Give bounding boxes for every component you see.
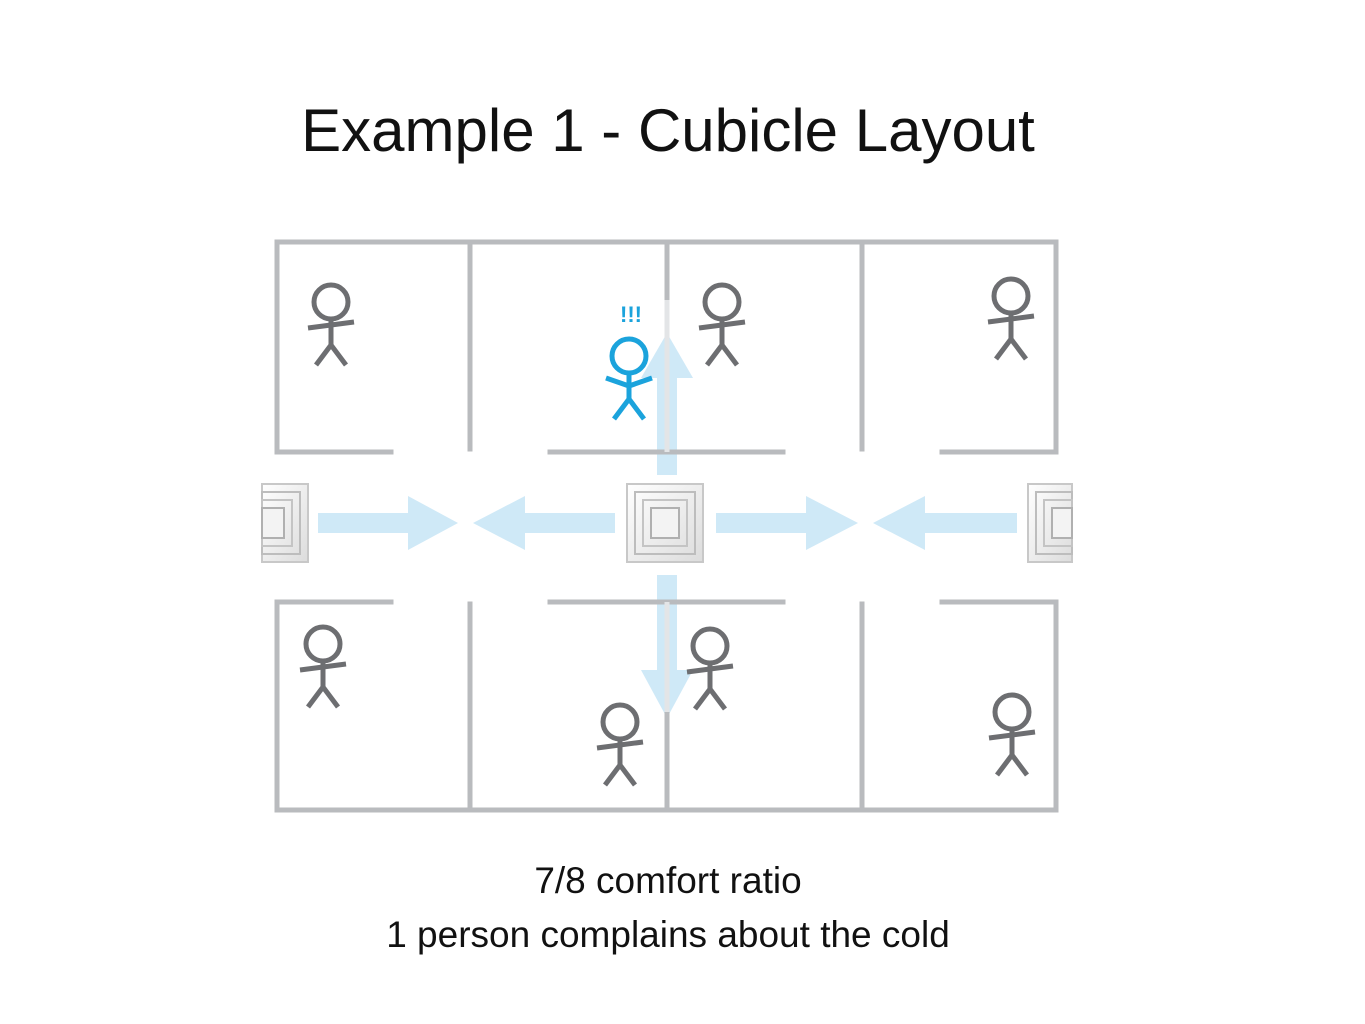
cubicle-walls (274, 239, 1059, 813)
airflow-arrows (318, 333, 1017, 718)
person-icon (307, 282, 355, 367)
person-icon (987, 276, 1035, 361)
person-icon (698, 282, 746, 367)
comfort-ratio-caption: 7/8 comfort ratio (534, 860, 802, 901)
complaint-caption: 1 person complains about the cold (386, 914, 950, 955)
ceiling-vent-right (1027, 483, 1073, 563)
alert-mark: !!! (620, 302, 642, 327)
person-icon (686, 626, 734, 711)
person-icon (988, 692, 1036, 777)
airflow-arrow-center-right (716, 496, 858, 550)
ceiling-vent-left (261, 483, 309, 563)
slide-title: Example 1 - Cubicle Layout (301, 97, 1035, 164)
cold-person-icon (605, 336, 653, 421)
airflow-arrow-right-vent-left (873, 496, 1017, 550)
person-icon (299, 624, 347, 709)
people (299, 276, 1036, 787)
person-icon (596, 702, 644, 787)
airflow-arrow-left-vent-right (318, 496, 458, 550)
ceiling-vent-center (626, 483, 704, 563)
airflow-arrow-center-left (473, 496, 615, 550)
